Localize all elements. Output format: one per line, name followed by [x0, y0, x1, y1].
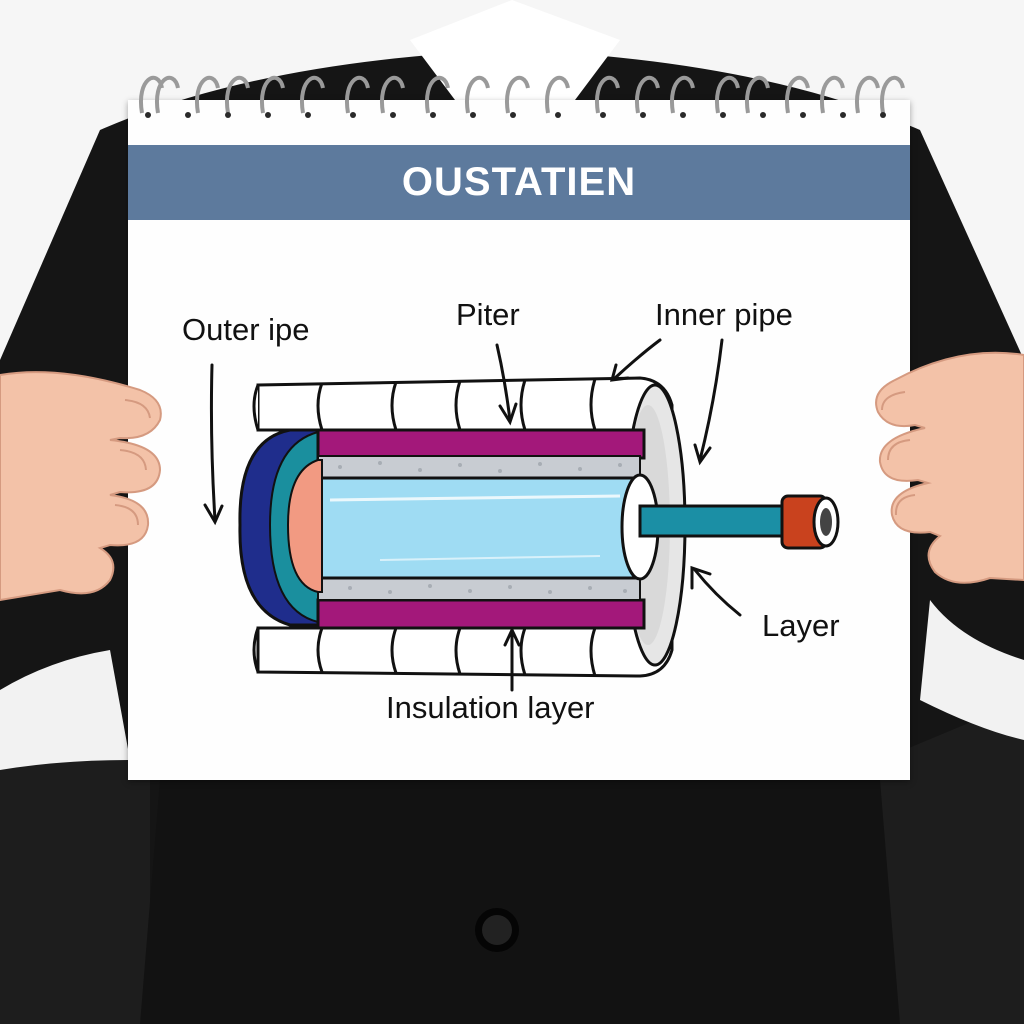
label-layer: Layer	[762, 608, 840, 643]
spiral-binding-icon	[138, 75, 905, 118]
title-banner: OUSTATIEN	[128, 145, 910, 220]
magenta-layer-top	[316, 428, 646, 460]
label-inner-pipe: Inner pipe	[655, 297, 793, 332]
outer-jacket-bottom	[252, 626, 674, 678]
board-title: OUSTATIEN	[401, 160, 637, 204]
label-piter: Piter	[456, 297, 520, 332]
inner-pipe-rod	[638, 504, 787, 538]
label-insulation-layer: Insulation layer	[386, 690, 595, 725]
label-outer-pipe: Outer ipe	[182, 312, 310, 347]
salmon-ring	[286, 459, 323, 593]
magenta-layer-bottom	[316, 598, 646, 630]
left-hand	[0, 371, 162, 602]
arrow-icon	[203, 338, 742, 692]
right-hand	[875, 351, 1024, 584]
